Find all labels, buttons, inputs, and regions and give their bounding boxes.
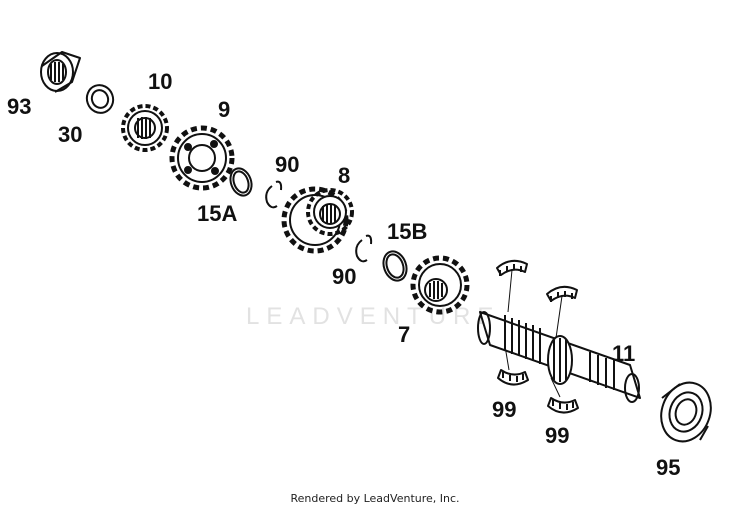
bearing-shell-99-b <box>546 285 578 302</box>
ball-bearing-95 <box>660 381 712 443</box>
render-credit: Rendered by LeadVenture, Inc. <box>290 492 460 505</box>
callout-95: 95 <box>656 455 681 480</box>
ring-15a <box>229 167 253 197</box>
circlip-90-upper <box>265 180 283 209</box>
callout-9: 9 <box>218 97 231 122</box>
callout-90-upper: 90 <box>275 152 300 177</box>
callout-8: 8 <box>338 163 351 188</box>
callout-99-left: 99 <box>492 397 517 422</box>
ring-15b <box>382 250 408 282</box>
bearing-shell-99-a <box>496 259 528 276</box>
callout-10: 10 <box>148 69 173 94</box>
callout-30: 30 <box>58 122 83 147</box>
callout-15b: 15B <box>387 219 428 244</box>
callout-93: 93 <box>7 94 32 119</box>
callout-90-lower: 90 <box>332 264 357 289</box>
callout-11: 11 <box>612 341 636 366</box>
bearing-shell-99-d <box>547 397 579 414</box>
callout-15a: 15A <box>197 201 238 226</box>
callout-99-right: 99 <box>545 423 570 448</box>
gear-7 <box>410 255 470 315</box>
bearing-shell-99-c <box>497 369 529 386</box>
washer-30 <box>85 84 115 114</box>
gear-9 <box>169 125 235 191</box>
needle-bearing-93 <box>40 51 81 93</box>
gear-8 <box>281 186 354 254</box>
watermark: LEADVENTURE <box>246 303 501 330</box>
gear-10 <box>121 104 169 152</box>
shaft-11 <box>477 311 641 403</box>
callout-7: 7 <box>398 322 411 347</box>
circlip-90-lower <box>355 234 373 263</box>
